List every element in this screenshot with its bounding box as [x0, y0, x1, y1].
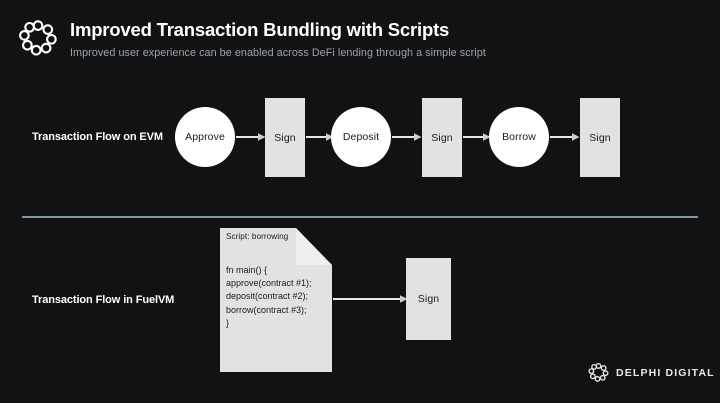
- slide-header: Improved Transaction Bundling with Scrip…: [0, 0, 720, 78]
- flow-arrow-5: [550, 133, 580, 141]
- page-title: Improved Transaction Bundling with Scrip…: [70, 19, 450, 40]
- flow-node-label: Sign: [274, 131, 296, 144]
- script-title: Script: borrowing: [226, 232, 289, 241]
- delphi-chain-logo-icon: [588, 362, 609, 383]
- flow-node-label: Sign: [589, 131, 611, 144]
- flow-arrow-3: [392, 133, 422, 141]
- script-code-block: fn main() { approve(contract #1); deposi…: [226, 265, 312, 328]
- flow-node-sign-1[interactable]: Sign: [265, 98, 305, 177]
- flow-node-deposit[interactable]: Deposit: [331, 107, 391, 167]
- flow-arrow-2: [306, 133, 334, 141]
- footer-wordmark: DELPHI DIGITAL: [616, 366, 715, 379]
- page-subtitle: Improved user experience can be enabled …: [70, 47, 486, 59]
- footer-brand: DELPHI DIGITAL: [588, 362, 715, 383]
- delphi-chain-logo-icon: [18, 18, 58, 58]
- flow-node-sign-3[interactable]: Sign: [580, 98, 620, 177]
- flow-node-sign-2[interactable]: Sign: [422, 98, 462, 177]
- flow-node-label: Deposit: [342, 131, 380, 143]
- flow-arrow-1: [236, 133, 266, 141]
- row-label-evm: Transaction Flow on EVM: [32, 131, 163, 143]
- flow-node-label: Sign: [431, 131, 453, 144]
- row-label-fuelvm: Transaction Flow in FuelVM: [32, 294, 175, 306]
- flow-node-label: Approve: [185, 131, 225, 143]
- flow-node-sign-fuelvm[interactable]: Sign: [406, 258, 451, 340]
- flow-node-approve[interactable]: Approve: [175, 107, 235, 167]
- section-divider: [22, 216, 698, 218]
- flow-node-borrow[interactable]: Borrow: [489, 107, 549, 167]
- flow-node-label: Sign: [417, 293, 440, 305]
- script-document-icon[interactable]: [220, 228, 332, 372]
- flow-arrow-4: [463, 133, 491, 141]
- flow-node-label: Borrow: [502, 131, 536, 143]
- flow-arrow-fuelvm: [333, 295, 408, 303]
